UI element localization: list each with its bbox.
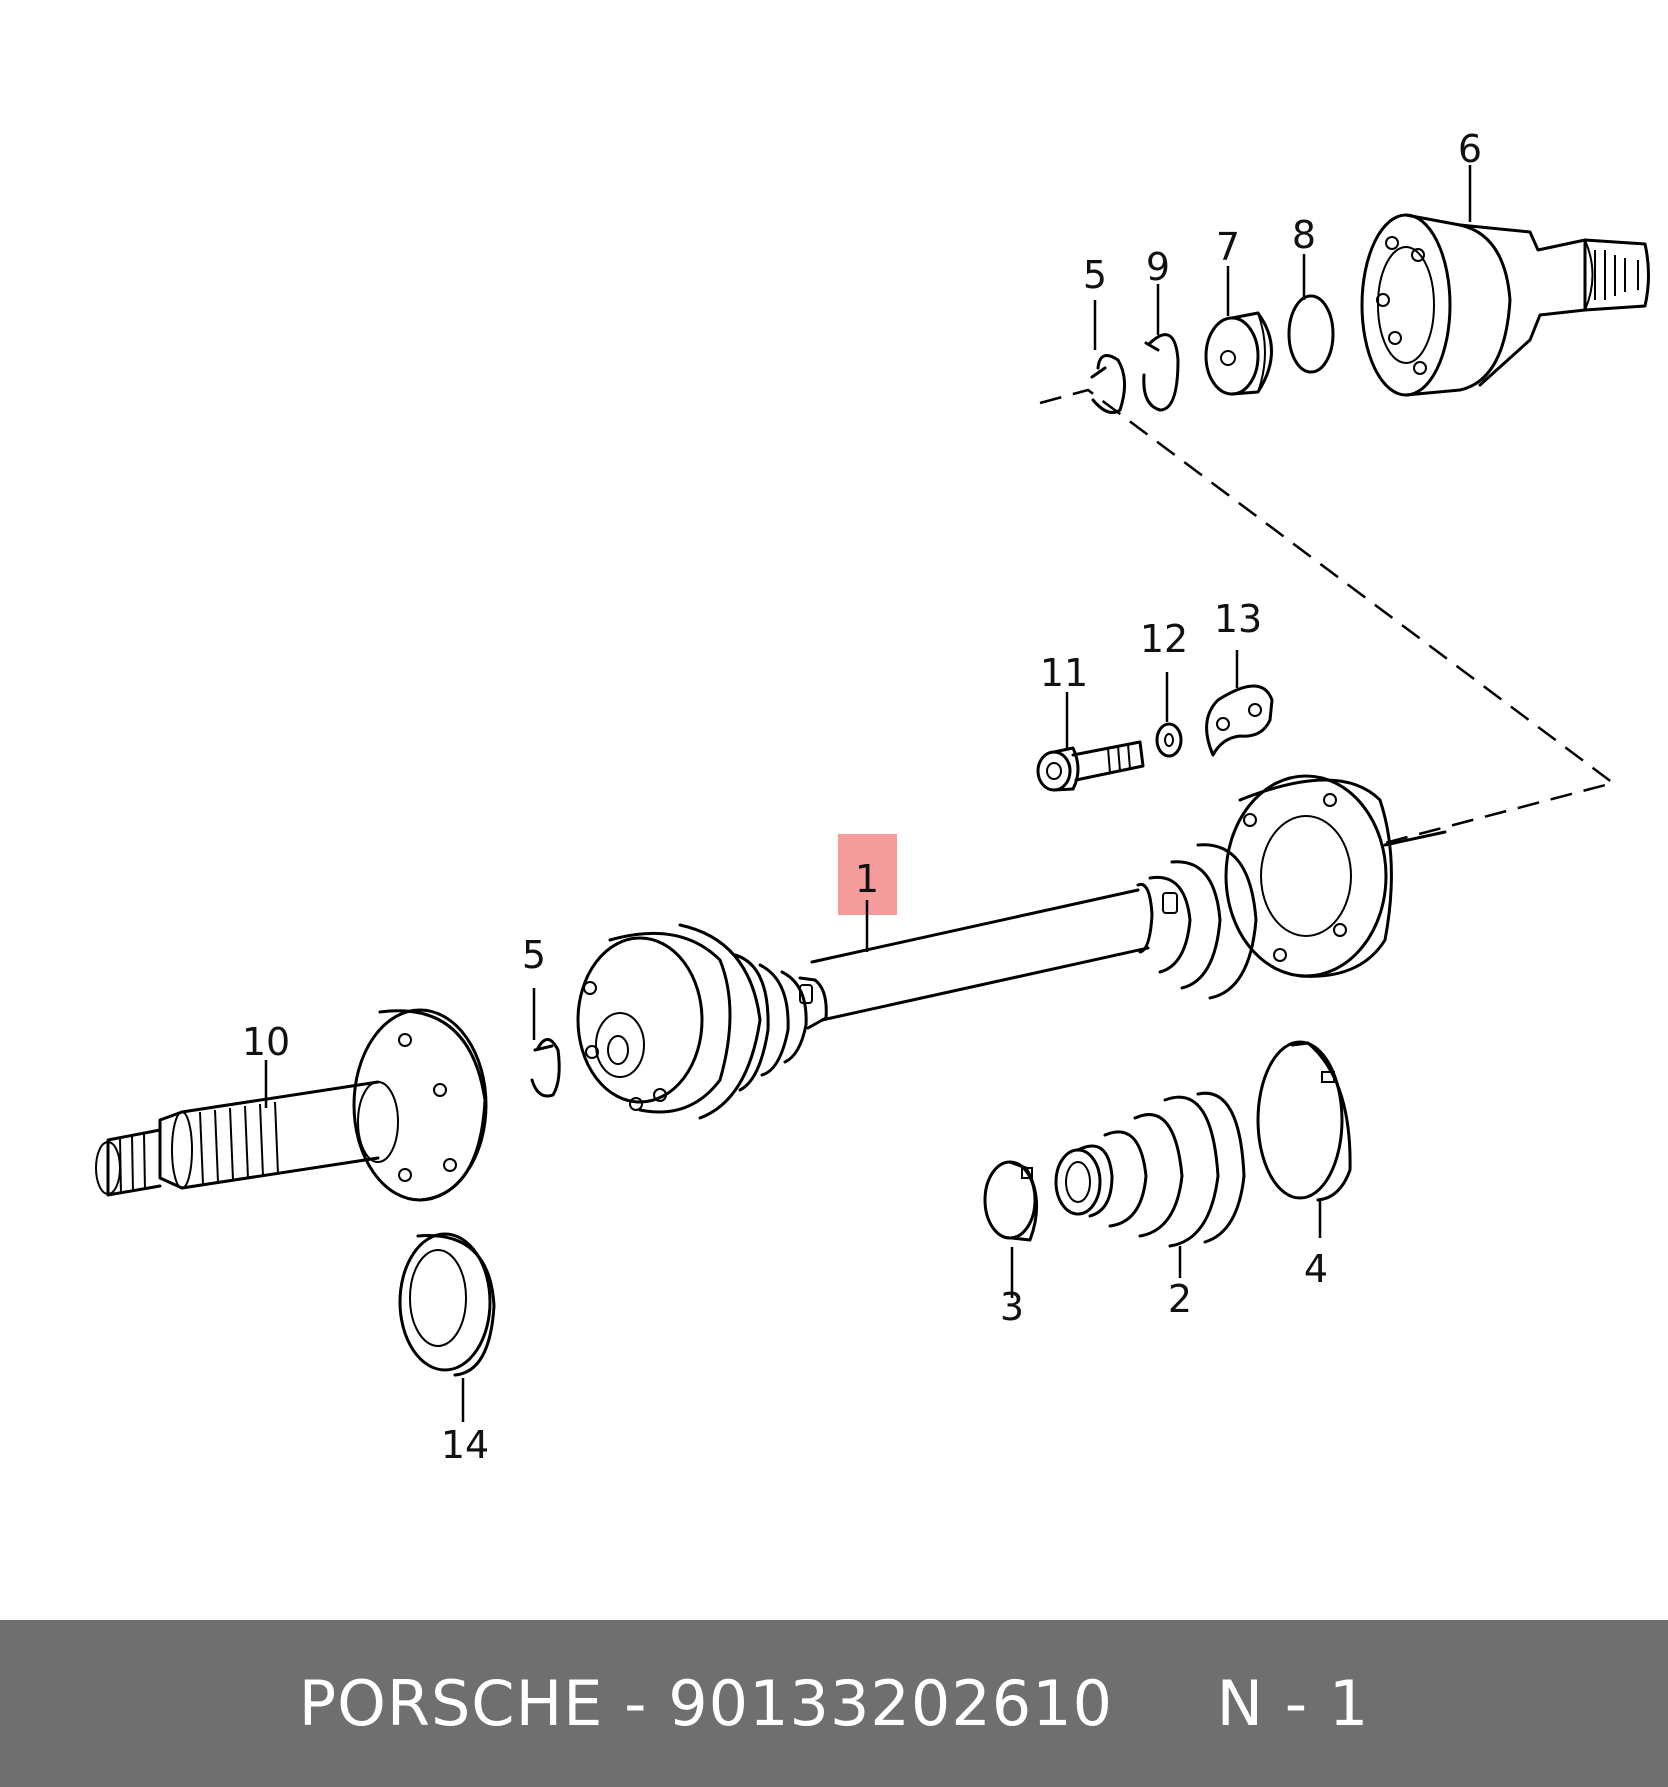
callout-1: 1 bbox=[855, 857, 879, 901]
diagram-position: N - 1 bbox=[1216, 1667, 1370, 1740]
callout-8: 8 bbox=[1292, 213, 1316, 257]
callout-7: 7 bbox=[1216, 225, 1240, 269]
callout-14: 14 bbox=[441, 1423, 489, 1467]
callout-10: 10 bbox=[242, 1020, 290, 1064]
callout-2: 2 bbox=[1168, 1277, 1192, 1321]
part-13-lock-plate bbox=[1205, 684, 1274, 757]
callout-13: 13 bbox=[1214, 597, 1262, 641]
part-5-circlip-mid bbox=[530, 1038, 561, 1098]
part-number: 90133202610 bbox=[668, 1667, 1114, 1740]
part-14-seal-ring bbox=[398, 1232, 496, 1377]
part-4-large-clamp bbox=[1256, 1040, 1352, 1202]
callout-3: 3 bbox=[1000, 1285, 1024, 1329]
part-11-socket-bolt bbox=[1036, 740, 1145, 792]
part-3-clamp bbox=[983, 1160, 1039, 1242]
callout-4: 4 bbox=[1304, 1247, 1328, 1291]
brand-name: PORSCHE bbox=[298, 1667, 604, 1740]
callout-12: 12 bbox=[1140, 617, 1188, 661]
plate-hole bbox=[1248, 703, 1262, 717]
callout-5-mid: 5 bbox=[522, 933, 546, 977]
part-8-o-ring bbox=[1287, 294, 1335, 374]
callout-11: 11 bbox=[1040, 651, 1088, 695]
part-2-boot bbox=[1054, 1091, 1246, 1248]
part-9-lock-ring bbox=[1142, 333, 1180, 412]
part-info-footer: PORSCHE - 90133202610 N - 1 bbox=[0, 1620, 1668, 1787]
part-10-stub-axle bbox=[95, 1008, 488, 1202]
exploded-parts-diagram: 1 2 3 4 5 5 6 7 8 9 10 11 12 13 14 bbox=[95, 127, 1650, 1467]
spacer bbox=[1113, 1667, 1217, 1740]
part-7-cap bbox=[1204, 311, 1273, 396]
part-6-flange-hub bbox=[1360, 213, 1650, 397]
assembly-guide-line bbox=[1039, 388, 1616, 845]
callout-5-top: 5 bbox=[1083, 253, 1107, 297]
part-1-drive-shaft bbox=[576, 774, 1447, 1120]
callout-6: 6 bbox=[1458, 127, 1482, 171]
part-info-text: PORSCHE - 90133202610 N - 1 bbox=[299, 1667, 1370, 1740]
separator: - bbox=[603, 1667, 669, 1740]
part-5-circlip-top bbox=[1090, 354, 1126, 414]
plate-hole bbox=[1216, 717, 1230, 731]
callout-9: 9 bbox=[1146, 245, 1170, 289]
part-12-lock-washer bbox=[1155, 722, 1183, 758]
